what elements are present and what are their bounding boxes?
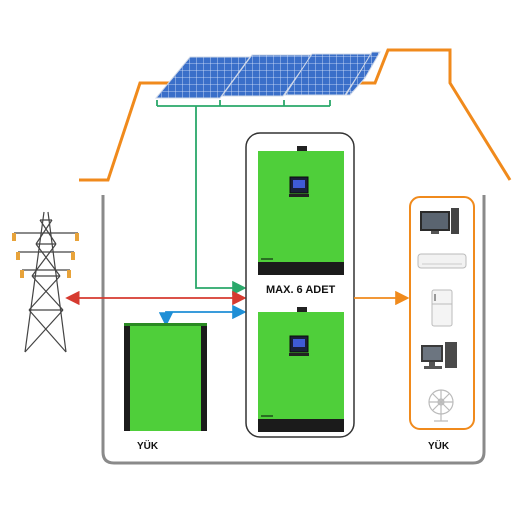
roof-outline	[79, 48, 512, 182]
battery-icon	[124, 323, 207, 431]
max-units-label: MAX. 6 ADET	[266, 284, 336, 296]
solar-connection	[156, 100, 331, 296]
inverter-icon	[258, 307, 344, 432]
refrigerator-icon	[431, 289, 453, 327]
house-walls	[101, 195, 486, 465]
load-right-label: YÜK	[428, 441, 450, 452]
solar-panel-icon	[154, 51, 381, 99]
inverter-icon	[258, 146, 344, 275]
fan-icon	[428, 389, 454, 422]
load-left-label: YÜK	[137, 441, 159, 452]
computer-icon	[421, 342, 457, 369]
battery-connection	[165, 304, 247, 323]
power-tower-icon	[12, 211, 79, 353]
air-conditioner-icon	[417, 253, 467, 269]
tv-icon	[420, 208, 459, 234]
